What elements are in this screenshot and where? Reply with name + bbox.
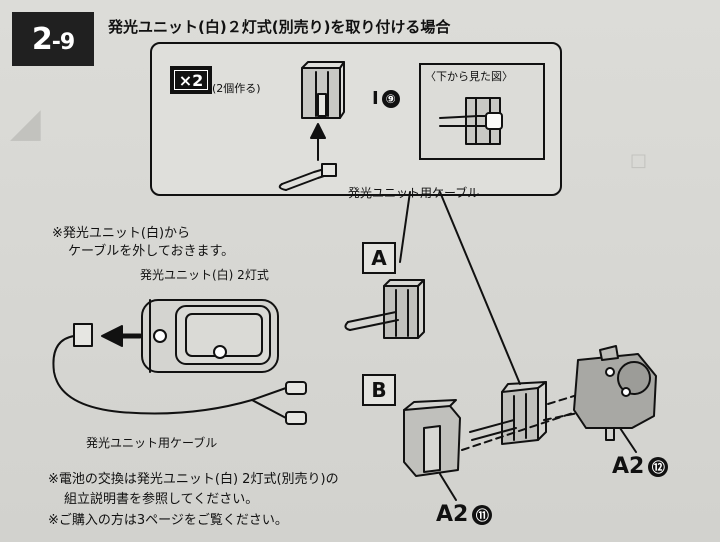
battery-note-line2: 組立説明書を参照してください。: [64, 492, 259, 507]
circled-number-icon: ⑨: [381, 89, 400, 108]
note-remove-line2: ケーブルを外しておきます。: [68, 244, 235, 259]
callout-pointer-b: [439, 191, 521, 385]
bottom-view-drawing: [439, 97, 503, 145]
battery-note-line1: ※電池の交換は発光ユニット(白) 2灯式(別売り)の: [48, 472, 339, 487]
light-unit: [141, 299, 279, 373]
circled-number-icon: ⑪: [472, 504, 493, 525]
cable-end: [278, 163, 337, 191]
variant-b-label: B: [362, 374, 396, 406]
part-a2-11-name: A2: [436, 502, 469, 527]
part-a2-11: A2 ⑪: [436, 502, 493, 527]
bleed-through: ◢: [10, 100, 41, 146]
callout-cable-label: 発光ユニット用ケーブル: [348, 186, 480, 200]
part-a2-12-name: A2: [612, 454, 645, 479]
inset-title: 〈下から見た図〉: [425, 70, 513, 83]
cable-label: 発光ユニット用ケーブル: [86, 436, 218, 450]
callout-pointer-a: [399, 191, 411, 263]
variant-a-assembly: [344, 279, 425, 339]
part-ref-bar: I: [372, 88, 379, 109]
removed-cable: [52, 323, 307, 425]
step-title: 発光ユニット(白)２灯式(別売り)を取り付ける場合: [108, 18, 451, 36]
unit-label: 発光ユニット(白) 2灯式: [140, 268, 269, 282]
part-a2-12: A2 ⑫: [612, 454, 669, 479]
step-major: 2: [31, 21, 53, 57]
circled-number-icon: ⑫: [648, 456, 669, 477]
arrow-up-icon: [310, 123, 326, 161]
variant-a-label: A: [362, 242, 396, 274]
connector-part: [301, 61, 345, 119]
step-minor: -9: [51, 29, 75, 55]
part-ref: I ⑨: [372, 88, 400, 109]
purchase-note: ※ご購入の方は3ページをご覧ください。: [48, 513, 288, 528]
variant-b-assembly: [403, 345, 657, 501]
quantity-badge: ×2: [170, 66, 212, 94]
note-remove-line1: ※発光ユニット(白)から: [52, 226, 191, 241]
arrow-left-icon: [101, 325, 143, 347]
make-two-label: (2個作る): [212, 82, 261, 95]
bleed-through: □: [630, 150, 648, 171]
step-number-badge: 2-9: [12, 12, 94, 66]
